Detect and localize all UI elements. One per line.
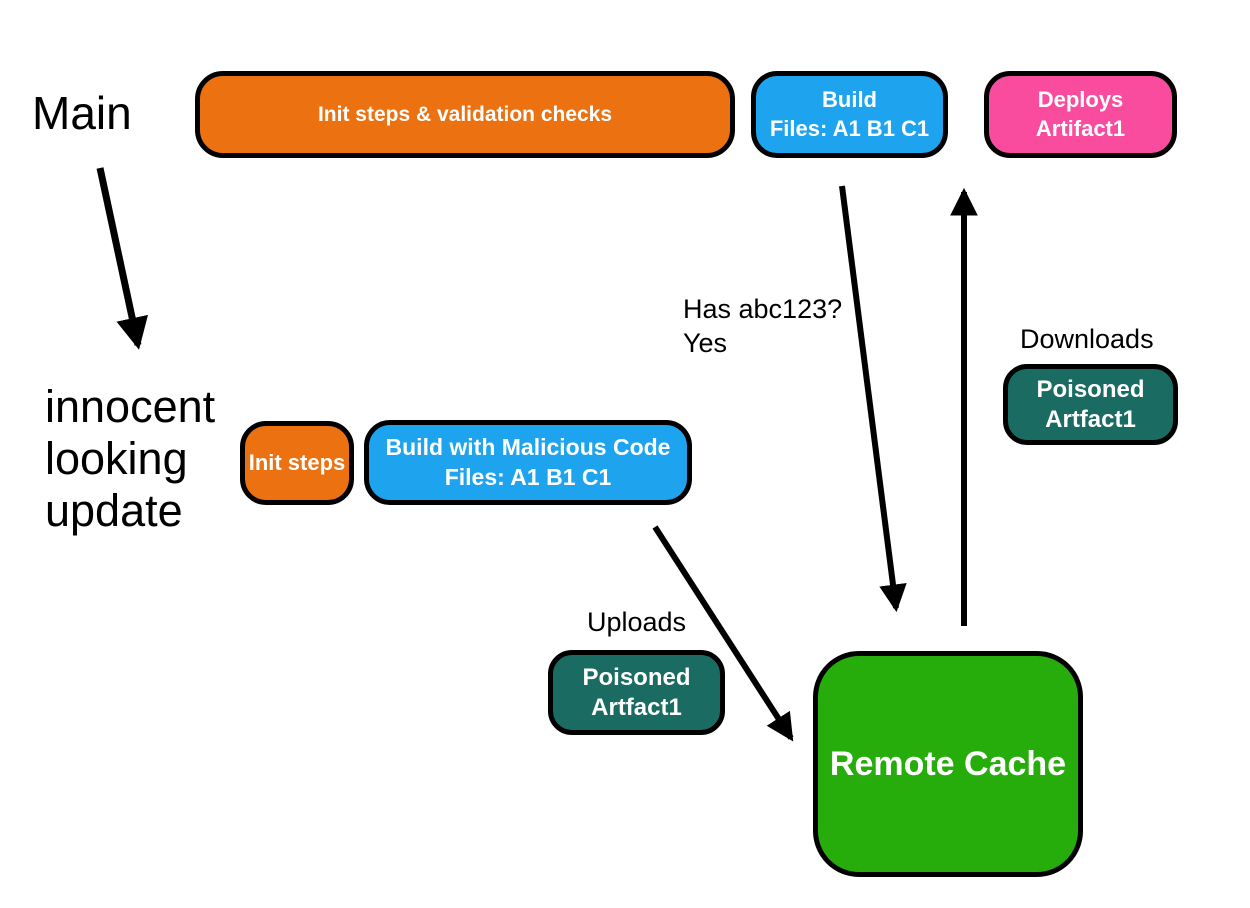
node-deploys-artifact: Deploys Artifact1 [984, 71, 1177, 158]
node-build-with-malicious-code: Build with Malicious Code Files: A1 B1 C… [364, 420, 692, 505]
label-downloads: Downloads [1020, 324, 1154, 354]
node-build-files: Files: A1 B1 C1 [769, 115, 930, 141]
node-poisoned-uploaded-line1: Poisoned [582, 663, 691, 691]
node-deploys-title: Deploys [1037, 86, 1124, 112]
label-has-hash: Has abc123? Yes [683, 293, 842, 361]
node-build-malicious-files: Files: A1 B1 C1 [444, 463, 612, 490]
node-build: Build Files: A1 B1 C1 [751, 71, 948, 158]
label-uploads: Uploads [587, 607, 687, 637]
node-init-steps: Init steps [240, 421, 354, 505]
node-init-validation-label: Init steps & validation checks [317, 102, 613, 126]
node-poisoned-artifact-uploaded: Poisoned Artfact1 [548, 650, 725, 735]
node-build-malicious-title: Build with Malicious Code [385, 433, 671, 460]
label-has-hash-question: Has abc123? [683, 294, 843, 324]
node-poisoned-artifact-downloaded: Poisoned Artfact1 [1003, 364, 1178, 445]
node-poisoned-uploaded-line2: Artfact1 [591, 693, 682, 721]
node-poisoned-downloaded-line2: Artfact1 [1045, 405, 1136, 433]
label-main: Main [32, 87, 132, 139]
node-deploys-artifact-name: Artifact1 [1035, 115, 1126, 141]
node-remote-cache-label: Remote Cache [829, 744, 1067, 783]
node-poisoned-downloaded-line1: Poisoned [1036, 375, 1145, 403]
arrow-build-to-remote-cache [839, 185, 907, 613]
label-innocent-looking-update: innocent looking update [45, 381, 216, 536]
node-remote-cache: Remote Cache [813, 651, 1083, 877]
node-build-title: Build [822, 86, 877, 112]
arrow-main-to-innocent-update [96, 167, 148, 350]
node-init-steps-label: Init steps [248, 450, 346, 475]
label-has-hash-answer: Yes [683, 327, 728, 358]
node-init-validation-checks: Init steps & validation checks [195, 71, 735, 158]
